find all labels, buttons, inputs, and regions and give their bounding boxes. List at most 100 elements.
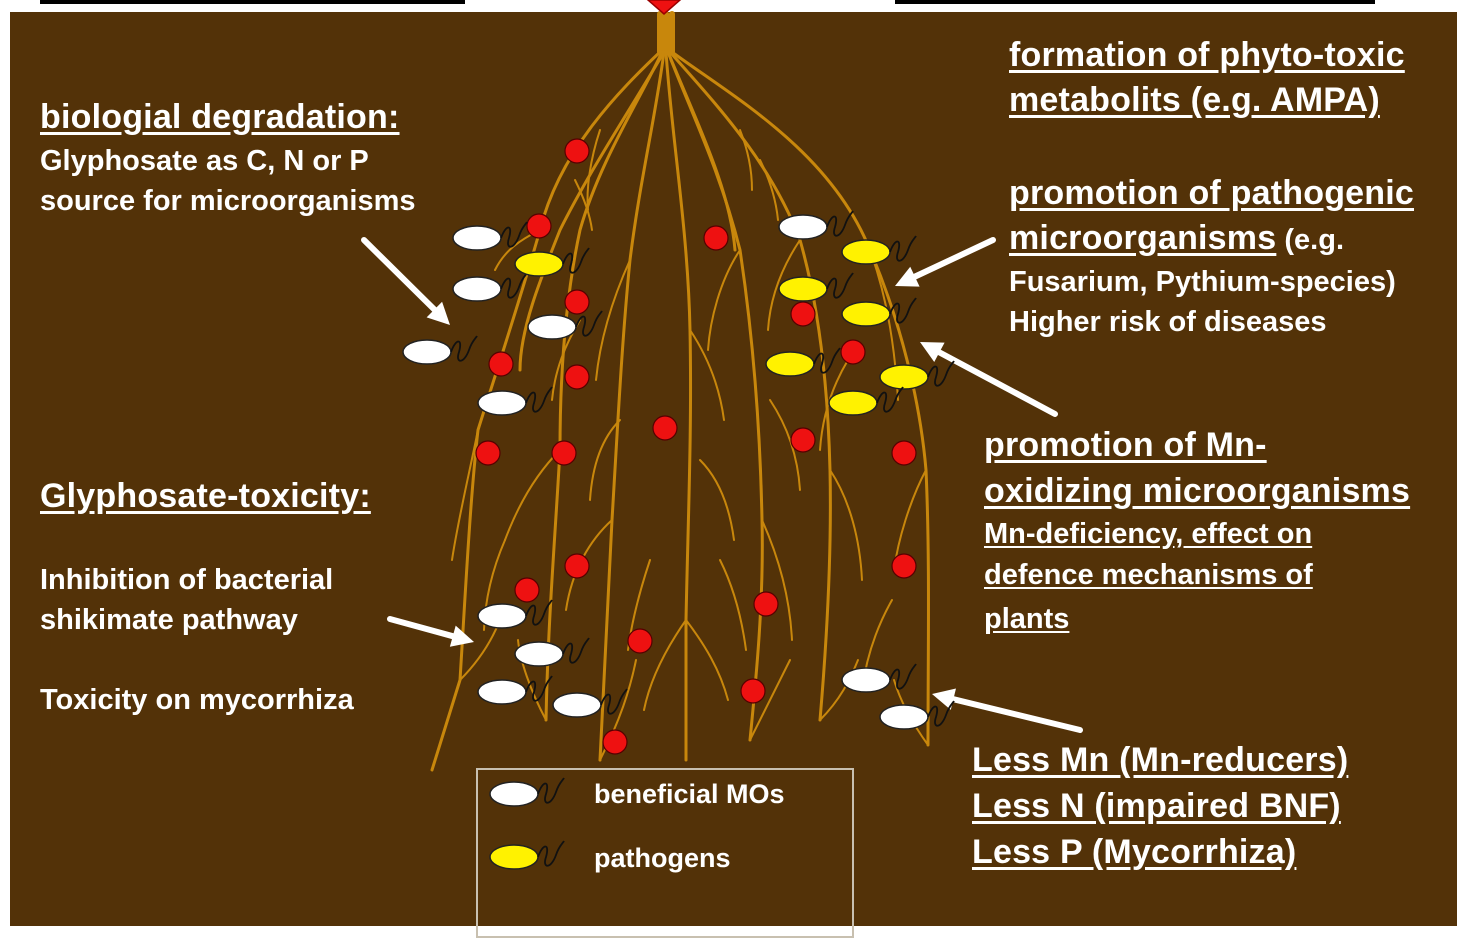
lateral-root	[762, 520, 792, 640]
red-dot	[892, 554, 916, 578]
pathogen-mo-body	[842, 302, 890, 326]
arrow-icon	[920, 342, 1055, 414]
red-dot	[892, 441, 916, 465]
pathogen-mo-body	[842, 240, 890, 264]
beneficial-mo-body	[453, 277, 501, 301]
lateral-root	[460, 620, 500, 680]
lateral-root	[830, 470, 862, 580]
mn-text-line3: Mn-deficiency, effect on	[984, 518, 1312, 551]
main-root	[668, 52, 735, 250]
beneficial-mo-body	[515, 642, 563, 666]
beneficial-mo-body	[478, 391, 526, 415]
pathogenic-title-line1: promotion of pathogenic	[1009, 174, 1414, 213]
red-dot	[704, 226, 728, 250]
beneficial-mo	[453, 273, 527, 301]
toxicity-text-line3: Toxicity on mycorrhiza	[40, 684, 354, 717]
pathogen-mo-body	[515, 252, 563, 276]
lateral-root	[505, 450, 560, 540]
red-dot	[653, 416, 677, 440]
arrow-icon	[364, 240, 450, 325]
red-dot	[791, 302, 815, 326]
pathogen-mo-flagellum	[877, 387, 903, 412]
beneficial-mo-body	[478, 680, 526, 704]
red-dot	[476, 441, 500, 465]
less-mn-line: Less Mn (Mn-reducers)	[972, 741, 1348, 780]
beneficial-mo	[515, 638, 589, 666]
degradation-text-line2: source for microorganisms	[40, 185, 416, 218]
beneficial-mo	[880, 701, 954, 729]
legend-pathogen-label: pathogens	[594, 843, 731, 874]
red-dot	[527, 214, 551, 238]
mn-text-line4: defence mechanisms of	[984, 559, 1313, 592]
beneficial-mo-flagellum	[526, 387, 552, 412]
degradation-text-line1: Glyphosate as C, N or P	[40, 145, 369, 178]
beneficial-mo-flagellum	[576, 311, 602, 336]
red-dot	[603, 730, 627, 754]
red-dot	[741, 679, 765, 703]
red-dot	[628, 629, 652, 653]
metabolits-title-line2: metabolits (e.g. AMPA)	[1009, 81, 1380, 120]
arrow-icon	[390, 619, 474, 647]
lateral-root	[708, 250, 740, 350]
toxicity-text-line1: Inhibition of bacterial	[40, 564, 333, 597]
pathogen-mo	[766, 348, 840, 376]
beneficial-mo-body	[528, 315, 576, 339]
beneficial-mo	[528, 311, 602, 339]
beneficial-mo-flagellum	[601, 689, 627, 714]
red-dot	[552, 441, 576, 465]
main-root	[666, 52, 691, 760]
pathogen-mo-flagellum	[827, 273, 853, 298]
beneficial-mo-body	[478, 604, 526, 628]
beneficial-mo-body	[453, 226, 501, 250]
arrow-shaft	[939, 352, 1055, 414]
red-dot	[565, 554, 589, 578]
main-root	[600, 52, 664, 760]
pathogen-mo	[829, 387, 903, 415]
pathogen-mo-body	[829, 391, 877, 415]
arrow-shaft	[915, 240, 993, 277]
lateral-root	[700, 460, 734, 540]
lateral-root	[686, 620, 728, 700]
red-dot	[565, 290, 589, 314]
pathogenic-text-line3: Fusarium, Pythium-species)	[1009, 266, 1396, 299]
pathogen-mo	[842, 298, 916, 326]
less-p-line: Less P (Mycorrhiza)	[972, 833, 1296, 872]
degradation-title: biologial degradation:	[40, 98, 400, 137]
beneficial-mo-body	[842, 668, 890, 692]
lateral-root	[644, 620, 686, 710]
lateral-root	[452, 430, 478, 560]
pathogen-mo-flagellum	[928, 361, 954, 386]
beneficial-mo-body	[553, 693, 601, 717]
pathogen-mo	[880, 361, 954, 389]
pathogenic-text-line4: Higher risk of diseases	[1009, 306, 1327, 339]
red-dot	[489, 352, 513, 376]
beneficial-mo-flagellum	[890, 664, 916, 689]
lateral-root	[690, 330, 724, 420]
main-root	[670, 52, 830, 720]
red-dot	[565, 139, 589, 163]
red-dot	[754, 592, 778, 616]
metabolits-title-line1: formation of phyto-toxic	[1009, 36, 1405, 75]
arrow-shaft	[390, 619, 453, 636]
arrow-icon	[932, 689, 1080, 730]
red-dot	[515, 578, 539, 602]
beneficial-mo	[478, 600, 552, 628]
beneficial-mo-flagellum	[827, 211, 853, 236]
pathogenic-title-line2: microorganisms	[1009, 219, 1276, 257]
beneficial-mo-body	[779, 215, 827, 239]
beneficial-mo-flagellum	[451, 336, 477, 361]
seed-marker-icon	[648, 0, 680, 14]
mn-title-line1: promotion of Mn-	[984, 426, 1267, 465]
red-dot	[565, 365, 589, 389]
arrow-shaft	[953, 699, 1080, 730]
less-n-line: Less N (impaired BNF)	[972, 787, 1341, 826]
arrow-shaft	[364, 240, 434, 310]
beneficial-mo	[403, 336, 477, 364]
pathogen-mo-body	[779, 277, 827, 301]
beneficial-mo	[478, 676, 552, 704]
beneficial-mo	[553, 689, 627, 717]
beneficial-mo	[842, 664, 916, 692]
beneficial-mo	[453, 222, 527, 250]
toxicity-title: Glyphosate-toxicity:	[40, 477, 371, 516]
